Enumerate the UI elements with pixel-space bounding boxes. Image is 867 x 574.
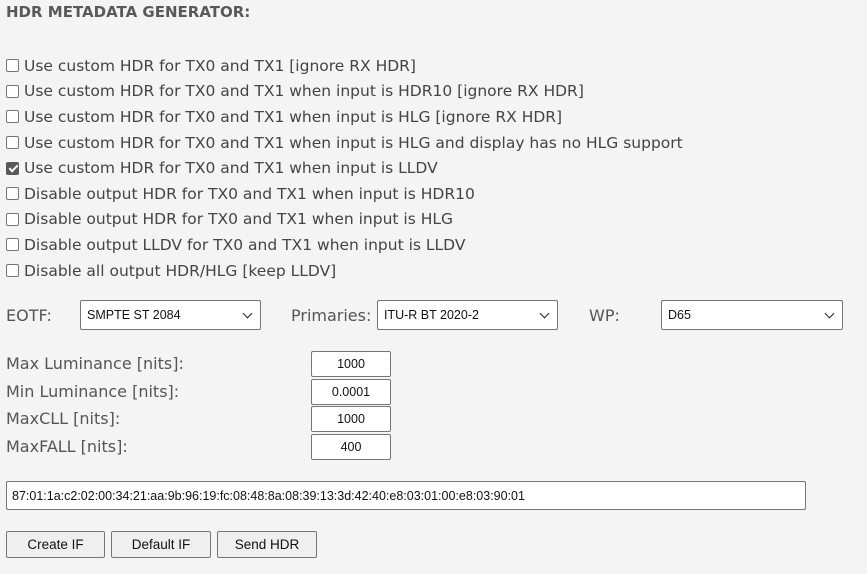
hex-output-field[interactable]: 87:01:1a:c2:02:00:34:21:aa:9b:96:19:fc:0… bbox=[6, 481, 806, 510]
primaries-value: ITU-R BT 2020-2 bbox=[384, 308, 479, 322]
checkbox[interactable] bbox=[6, 84, 19, 98]
page-title: HDR METADATA GENERATOR: bbox=[6, 3, 251, 21]
option-label: Use custom HDR for TX0 and TX1 when inpu… bbox=[24, 159, 438, 178]
checkbox[interactable] bbox=[6, 59, 19, 73]
checkbox[interactable] bbox=[6, 110, 19, 124]
maxfall-label: MaxFALL [nits]: bbox=[6, 437, 128, 456]
wp-value: D65 bbox=[668, 308, 691, 322]
chevron-down-icon bbox=[539, 308, 550, 319]
option-label: Use custom HDR for TX0 and TX1 when inpu… bbox=[24, 82, 584, 101]
option-label: Disable output LLDV for TX0 and TX1 when… bbox=[24, 235, 466, 254]
wp-label: WP: bbox=[589, 306, 620, 325]
maxcll-input[interactable]: 1000 bbox=[311, 406, 391, 432]
max-luminance-label: Max Luminance [nits]: bbox=[6, 354, 184, 373]
primaries-label: Primaries: bbox=[291, 306, 372, 325]
send-hdr-button[interactable]: Send HDR bbox=[217, 531, 317, 558]
checkbox[interactable] bbox=[6, 238, 19, 252]
checkmark-icon[interactable] bbox=[6, 161, 19, 175]
option-disable-hdr-hlg[interactable]: Disable output HDR for TX0 and TX1 when … bbox=[6, 207, 683, 233]
wp-select[interactable]: D65 bbox=[661, 300, 843, 330]
min-luminance-input[interactable]: 0.0001 bbox=[311, 379, 391, 405]
option-label: Disable output HDR for TX0 and TX1 when … bbox=[24, 210, 454, 229]
chevron-down-icon bbox=[242, 308, 253, 319]
option-label: Use custom HDR for TX0 and TX1 [ignore R… bbox=[24, 56, 416, 75]
option-custom-hdr-hdr10[interactable]: Use custom HDR for TX0 and TX1 when inpu… bbox=[6, 79, 683, 105]
hdr-options-list: Use custom HDR for TX0 and TX1 [ignore R… bbox=[6, 53, 683, 283]
primaries-select[interactable]: ITU-R BT 2020-2 bbox=[377, 300, 558, 330]
option-label: Use custom HDR for TX0 and TX1 when inpu… bbox=[24, 107, 563, 126]
checkbox[interactable] bbox=[6, 264, 19, 278]
option-custom-hdr-hlg-no-support[interactable]: Use custom HDR for TX0 and TX1 when inpu… bbox=[6, 130, 683, 156]
option-disable-hdr-hdr10[interactable]: Disable output HDR for TX0 and TX1 when … bbox=[6, 181, 683, 207]
option-custom-hdr-lldv[interactable]: Use custom HDR for TX0 and TX1 when inpu… bbox=[6, 155, 683, 181]
min-luminance-label: Min Luminance [nits]: bbox=[6, 382, 180, 401]
checkbox[interactable] bbox=[6, 212, 19, 226]
option-disable-lldv[interactable]: Disable output LLDV for TX0 and TX1 when… bbox=[6, 232, 683, 258]
checkbox[interactable] bbox=[6, 187, 19, 201]
eotf-select[interactable]: SMPTE ST 2084 bbox=[80, 300, 261, 330]
eotf-value: SMPTE ST 2084 bbox=[87, 308, 181, 322]
option-custom-hdr-hlg[interactable]: Use custom HDR for TX0 and TX1 when inpu… bbox=[6, 104, 683, 130]
option-label: Disable output HDR for TX0 and TX1 when … bbox=[24, 184, 475, 203]
option-label: Use custom HDR for TX0 and TX1 when inpu… bbox=[24, 133, 683, 152]
chevron-down-icon bbox=[824, 308, 835, 319]
option-label: Disable all output HDR/HLG [keep LLDV] bbox=[24, 261, 337, 280]
create-if-button[interactable]: Create IF bbox=[6, 531, 105, 558]
maxfall-input[interactable]: 400 bbox=[311, 434, 391, 460]
maxcll-label: MaxCLL [nits]: bbox=[6, 409, 121, 428]
option-custom-hdr[interactable]: Use custom HDR for TX0 and TX1 [ignore R… bbox=[6, 53, 683, 79]
default-if-button[interactable]: Default IF bbox=[111, 531, 211, 558]
option-disable-all-hdr[interactable]: Disable all output HDR/HLG [keep LLDV] bbox=[6, 258, 683, 284]
max-luminance-input[interactable]: 1000 bbox=[311, 351, 391, 377]
eotf-label: EOTF: bbox=[6, 306, 52, 325]
checkbox[interactable] bbox=[6, 136, 19, 150]
